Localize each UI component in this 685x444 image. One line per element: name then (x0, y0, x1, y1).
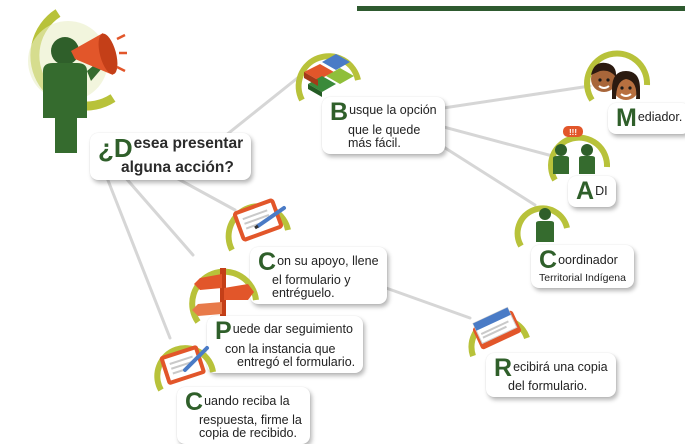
speech-bubble-text: !!! (569, 128, 577, 137)
option-b-initial: B (330, 98, 349, 126)
option-m-initial: M (616, 104, 637, 132)
connector-b-m (428, 84, 592, 112)
step-c2-line3: copia de recibido. (199, 426, 297, 441)
step-c-line3: entréguelo. (272, 286, 335, 301)
main-line1: esea presentar (133, 135, 244, 152)
received-document-icon (468, 306, 530, 357)
signpost-icon (189, 268, 259, 324)
option-c1-line1: oordinador (558, 253, 618, 267)
step-p-initial: P (215, 317, 232, 345)
step-p-line3: entregó el formulario. (237, 355, 356, 370)
connector-main-c2 (98, 158, 172, 340)
step-c-initial: C (258, 248, 277, 276)
megaphone-person-icon (28, 9, 127, 153)
step-p-line1: uede dar seguimiento (232, 322, 353, 336)
step-c2-line2: respuesta, firme la (199, 413, 302, 427)
step-c-line1: on su apoyo, llene (277, 254, 379, 268)
option-m-line1: ediador. (637, 110, 683, 124)
option-c1-line2: Territorial Indígena (539, 272, 626, 284)
option-a-initial: A (576, 177, 595, 205)
connector-main-b (218, 74, 302, 142)
step-r-initial: R (494, 354, 513, 382)
step-c2-line1: uando reciba la (204, 394, 290, 408)
option-b-line2: que le quede (348, 123, 421, 137)
step-p-line2: con la instancia que (225, 342, 336, 356)
clipboard-pen-icon (225, 198, 291, 252)
puzzle-blocks-icon (295, 53, 361, 102)
step-r-line2: del formulario. (508, 379, 588, 393)
connector-b-a (423, 120, 562, 160)
option-b-line1: usque la opción (349, 103, 437, 117)
step-c-line2: el formulario y (272, 273, 351, 287)
signing-form-icon (154, 345, 216, 392)
option-c1-initial: C (539, 246, 558, 274)
option-a-line1: DI (595, 184, 608, 198)
mediators-faces-icon (584, 50, 651, 102)
coordinator-icon (514, 205, 570, 248)
main-line2: alguna acción? (121, 159, 234, 176)
step-r-line1: ecibirá una copia (513, 360, 608, 374)
top-accent-bar (357, 6, 685, 11)
adi-people-icon: !!! (548, 126, 611, 182)
main-initial: ¿D (98, 133, 133, 163)
step-c2-initial: C (185, 388, 204, 416)
option-b-line3: más fácil. (348, 136, 401, 151)
